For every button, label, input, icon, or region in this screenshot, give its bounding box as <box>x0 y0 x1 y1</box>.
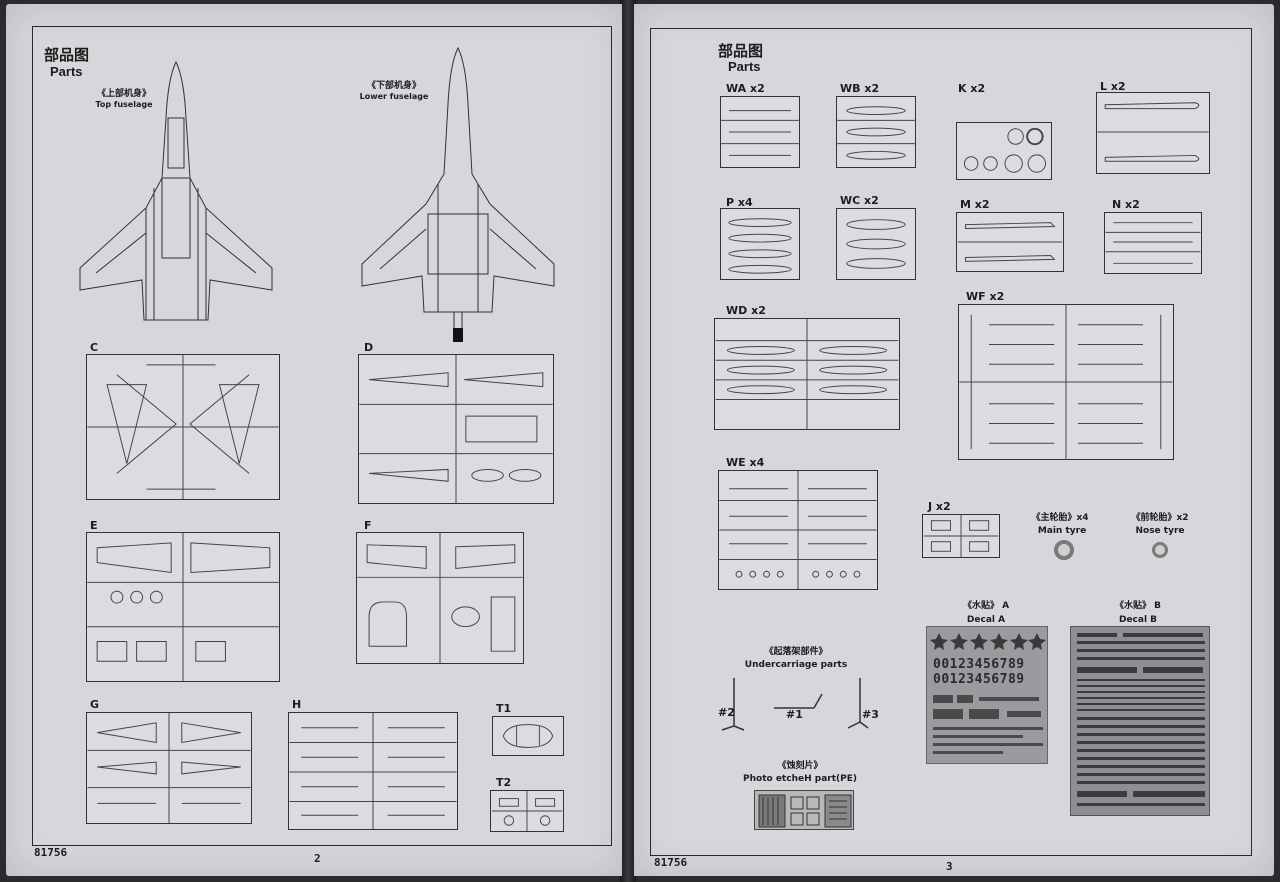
sprue-label-m: M x2 <box>960 198 990 211</box>
undercarriage-label-en: Undercarriage parts <box>744 660 848 670</box>
gear-label-2: #2 <box>718 706 735 719</box>
lower-fuselage-label-cn: 《下部机身》 <box>366 81 422 91</box>
sprue-label-t2: T2 <box>496 776 512 789</box>
decal-b-markings <box>1077 633 1205 806</box>
sprue-g <box>86 712 252 824</box>
sprue-label-k: K x2 <box>958 82 986 95</box>
sprue-wa <box>720 96 800 168</box>
page-left: 部品图 Parts 《上部机身》 Top fuselage 《下部机身》 Low… <box>6 4 622 876</box>
main-tyre-label-cn: 《主轮胎》x4 <box>1031 512 1088 524</box>
decal-sheet-b <box>1070 626 1210 816</box>
sprue-t2 <box>490 790 564 832</box>
sprue-d <box>358 354 554 504</box>
pe-label-en: Photo etcheH part(PE) <box>743 774 857 784</box>
undercarriage-label-cn: 《起落架部件》 <box>764 647 828 657</box>
sprue-label-p: P x4 <box>726 196 753 209</box>
sprue-wf <box>958 304 1174 460</box>
sprue-label-n: N x2 <box>1112 198 1140 211</box>
sprue-label-g: G <box>90 698 100 711</box>
sprue-label-j: J x2 <box>928 500 951 513</box>
lower-fuselage-drawing <box>361 46 555 342</box>
sprue-j <box>922 514 1000 558</box>
sprue-label-h: H <box>292 698 302 711</box>
page-number: 2 <box>314 852 321 865</box>
lower-fuselage-label-en: Lower fuselage <box>359 92 429 101</box>
page-frame <box>650 28 1252 856</box>
decal-b-label-en: Decal B <box>1118 615 1158 625</box>
sprue-label-f: F <box>364 519 372 532</box>
main-tyre-label-en: Main tyre <box>1037 526 1087 536</box>
kit-number: 81756 <box>654 856 688 869</box>
sprue-label-l: L x2 <box>1100 80 1126 93</box>
nose-tyre-icon <box>1152 542 1168 558</box>
pe-label-cn: 《蚀刻片》 <box>777 761 823 771</box>
sprue-n <box>1104 212 1202 274</box>
decal-a-letter: A <box>1002 601 1010 611</box>
main-tyre-cn: 《主轮胎》 <box>1031 513 1077 523</box>
page-right: 部品图 Parts WA x2 WB x2 K x2 L x2 P x4 WC … <box>634 4 1274 876</box>
sprue-label-wa: WA x2 <box>726 82 765 95</box>
top-fuselage-label-cn: 《上部机身》 <box>96 89 152 99</box>
decal-b-label-cn: 《水贴》 B <box>1115 600 1161 612</box>
nose-tyre-label-en: Nose tyre <box>1135 526 1185 536</box>
sprue-wd <box>714 318 900 430</box>
sprue-wc <box>836 208 916 280</box>
sprue-label-c: C <box>90 341 99 354</box>
sprue-k <box>956 122 1052 180</box>
decal-a-cn: 《水贴》 <box>962 601 999 611</box>
book-gutter <box>620 0 636 882</box>
top-fuselage-label-en: Top fuselage <box>95 100 153 109</box>
sprue-label-e: E <box>90 519 98 532</box>
sprue-c <box>86 354 280 500</box>
sprue-label-wc: WC x2 <box>840 194 879 207</box>
page-frame <box>32 26 612 846</box>
nose-tyre-qty: x2 <box>1176 513 1189 523</box>
sprue-p <box>720 208 800 280</box>
decal-a-stars <box>930 633 1046 650</box>
main-tyre-icon <box>1054 540 1074 560</box>
decal-a-small-markings <box>933 695 1043 754</box>
sprue-l <box>1096 92 1210 174</box>
decal-b-cn: 《水贴》 <box>1114 601 1151 611</box>
sprue-label-d: D <box>364 341 374 354</box>
sprue-t1-canopy <box>492 716 564 756</box>
heading-en: Parts <box>728 59 761 74</box>
sprue-label-wd: WD x2 <box>726 304 766 317</box>
sprue-wb <box>836 96 916 168</box>
heading-cn: 部品图 <box>718 42 764 60</box>
sprue-label-we: WE x4 <box>726 456 765 469</box>
page-number: 3 <box>946 860 953 873</box>
sprue-f <box>356 532 524 664</box>
sprue-we <box>718 470 878 590</box>
photo-etch-fret <box>754 790 854 830</box>
gear-label-3: #3 <box>862 708 879 721</box>
sprue-label-wf: WF x2 <box>966 290 1005 303</box>
kit-number: 81756 <box>34 846 68 859</box>
decal-a-number-row-2: 00123456789 <box>933 672 1025 687</box>
sprue-e <box>86 532 280 682</box>
sprue-m <box>956 212 1064 272</box>
nose-tyre-label-cn: 《前轮胎》x2 <box>1131 512 1188 524</box>
sprue-label-wb: WB x2 <box>840 82 880 95</box>
undercarriage-drawing <box>721 678 869 731</box>
decal-a-label-cn: 《水贴》 A <box>963 600 1009 612</box>
gear-label-1: #1 <box>786 708 803 721</box>
decal-sheet-a: 00123456789 00123456789 <box>926 626 1048 764</box>
decal-a-label-en: Decal A <box>966 615 1006 625</box>
nose-tyre-cn: 《前轮胎》 <box>1131 513 1177 523</box>
heading-cn: 部品图 <box>44 46 90 64</box>
top-fuselage-drawing <box>79 60 273 321</box>
main-tyre-qty: x4 <box>1076 513 1089 523</box>
sprue-label-t1: T1 <box>496 702 512 715</box>
decal-a-number-row-1: 00123456789 <box>933 657 1025 672</box>
decal-b-letter: B <box>1154 601 1162 611</box>
sprue-h <box>288 712 458 830</box>
heading-en: Parts <box>50 64 83 79</box>
